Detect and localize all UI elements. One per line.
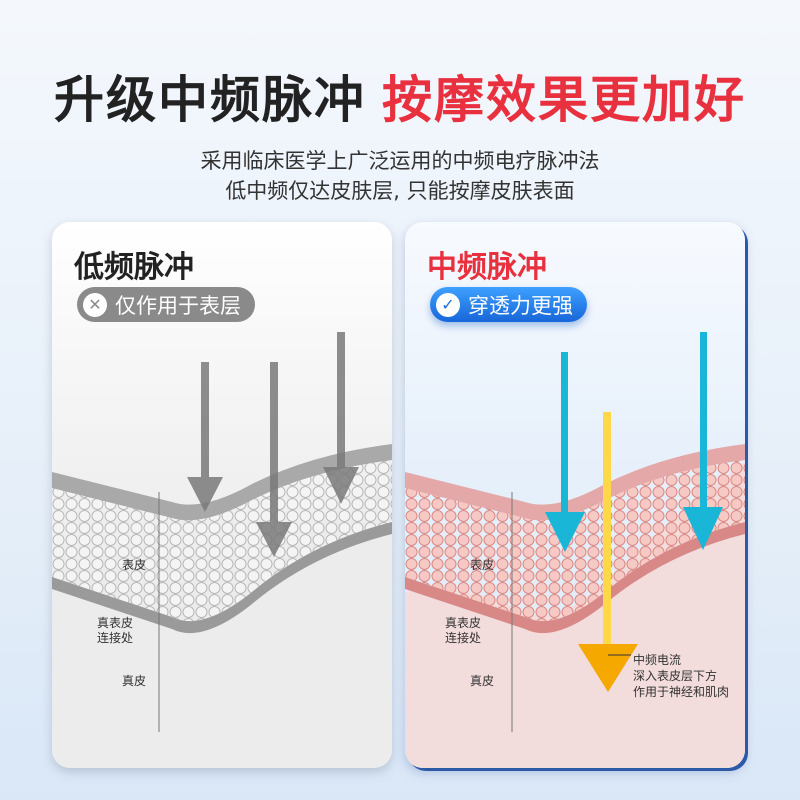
label-epidermis: 表皮 (122, 558, 147, 572)
badge-surface-only: ✕ 仅作用于表层 (77, 287, 255, 322)
note-line: 中频电流 (633, 653, 682, 667)
subtitle-line-2: 低中频仅达皮肤层, 只能按摩皮肤表面 (225, 179, 575, 203)
card-title: 中频脉冲 (427, 250, 547, 285)
gold-arrow-icon (578, 412, 638, 692)
check-circle-icon: ✓ (436, 292, 460, 317)
note-line: 深入表皮层下方 (633, 669, 718, 683)
skin-illustration-gray (52, 332, 392, 768)
label-dermis: 真皮 (122, 674, 147, 688)
x-circle-icon: ✕ (83, 292, 107, 317)
label-junction-2: 连接处 (445, 631, 482, 645)
label-junction-1: 真表皮 (445, 616, 482, 630)
subtitle-line-1: 采用临床医学上广泛运用的中频电疗脉冲法 (200, 149, 600, 173)
arrow-icon (187, 332, 359, 557)
label-epidermis: 表皮 (470, 558, 495, 572)
cyan-arrow-icon (545, 332, 723, 552)
badge-label: 穿透力更强 (468, 293, 573, 318)
skin-illustration-pink (405, 332, 745, 768)
label-junction-1: 真表皮 (97, 616, 134, 630)
headline-black: 升级中频脉冲 (54, 71, 366, 129)
label-junction-2: 连接处 (97, 631, 134, 645)
mid-frequency-card: 中频脉冲 ✓ 穿透力更强 表皮 真表皮 连接处 真皮 中频电流 深入表皮层下方 作… (405, 222, 745, 768)
current-note: 中频电流 深入表皮层下方 作用于神经和肌肉 (633, 652, 729, 700)
label-dermis: 真皮 (470, 674, 495, 688)
note-line: 作用于神经和肌肉 (633, 685, 730, 699)
low-frequency-card: 低频脉冲 ✕ 仅作用于表层 表皮 真表皮 连接处 真皮 (52, 222, 392, 768)
headline: 升级中频脉冲按摩效果更加好 (0, 60, 800, 132)
headline-red: 按摩效果更加好 (382, 71, 746, 129)
badge-stronger-penetration: ✓ 穿透力更强 (430, 287, 587, 322)
badge-label: 仅作用于表层 (115, 293, 241, 318)
card-title: 低频脉冲 (74, 250, 194, 285)
